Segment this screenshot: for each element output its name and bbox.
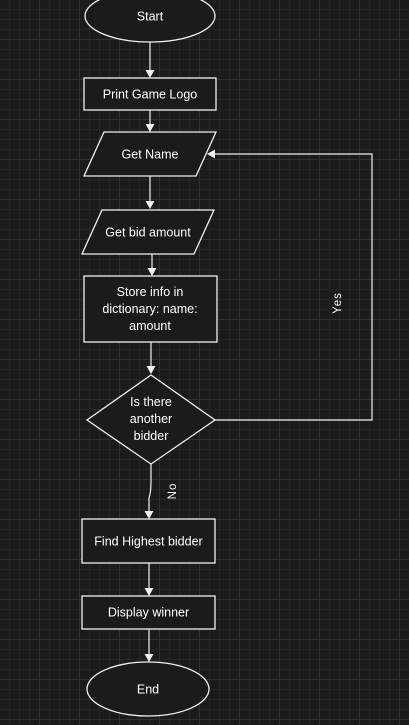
node-display-winner-label: Display winner — [108, 606, 189, 620]
node-get-name: Get Name — [82, 131, 218, 177]
node-end: End — [86, 661, 210, 717]
arrow-head — [145, 124, 155, 132]
node-print-game-logo: Print Game Logo — [83, 77, 217, 111]
node-store-info: Store info in dictionary: name: amount — [83, 275, 218, 343]
arrow-head — [145, 201, 155, 209]
node-find-highest-bidder: Find Highest bidder — [81, 518, 216, 564]
arrow-head — [145, 70, 155, 78]
node-store-info-line-1: Store info in — [117, 285, 184, 299]
edge-decision-yes-loop — [214, 153, 373, 421]
node-store-info-line-3: amount — [129, 319, 171, 333]
node-find-highest-bidder-label: Find Highest bidder — [94, 535, 202, 549]
connectors — [144, 42, 373, 662]
arrow-head — [146, 366, 156, 374]
node-decision-line-3: bidder — [134, 429, 169, 443]
arrow-head — [144, 654, 154, 662]
node-decision: Is there another bidder — [85, 374, 217, 465]
node-store-info-line-2: dictionary: name: — [102, 302, 197, 316]
node-display-winner: Display winner — [81, 595, 216, 630]
node-get-name-label: Get Name — [122, 148, 179, 162]
node-decision-line-1: Is there — [130, 395, 172, 409]
edge-label-yes: Yes — [332, 292, 344, 314]
node-get-bid-amount: Get bid amount — [80, 209, 216, 255]
arrow-head — [144, 588, 154, 596]
arrow-head — [147, 268, 157, 276]
node-start-label: Start — [137, 10, 164, 24]
node-get-bid-amount-label: Get bid amount — [105, 226, 191, 240]
edge-decision-no-to-find-highest — [148, 464, 152, 513]
node-end-label: End — [137, 683, 159, 697]
node-decision-line-2: another — [130, 412, 172, 426]
arrow-head — [144, 511, 154, 519]
edge-label-no: No — [167, 483, 179, 500]
node-print-game-logo-label: Print Game Logo — [103, 88, 198, 102]
node-start: Start — [84, 0, 216, 43]
arrow-head — [207, 149, 215, 159]
